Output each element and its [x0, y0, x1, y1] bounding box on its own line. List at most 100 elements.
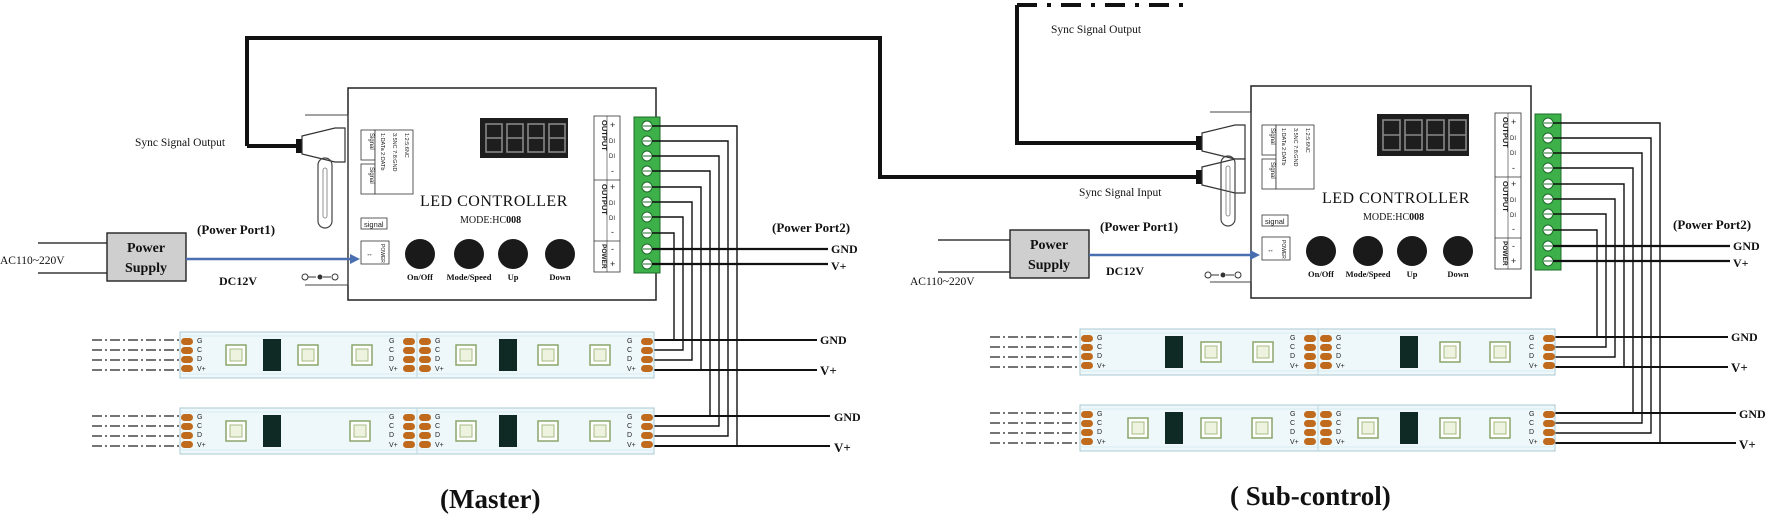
svg-text:C: C: [1529, 420, 1534, 427]
svg-text:OUTPUT: OUTPUT: [600, 120, 609, 151]
master-terminal-block: [633, 116, 661, 274]
master-dc-label: DC12V: [219, 274, 257, 288]
master-output-wires: [650, 125, 738, 447]
master-strip1-vplus-label: V+: [820, 363, 837, 378]
svg-text:OUTPUT: OUTPUT: [600, 184, 609, 215]
sub-up-button[interactable]: [1397, 236, 1427, 266]
sub-strip1-vplus-label: V+: [1731, 360, 1748, 375]
svg-text:C: C: [1336, 344, 1341, 351]
svg-text:V+: V+: [1529, 439, 1538, 446]
svg-text:V+: V+: [1290, 439, 1299, 446]
svg-text:D: D: [1097, 429, 1102, 436]
svg-text:POWER: POWER: [600, 244, 607, 269]
sub-sync-output-label: Sync Signal Output: [1051, 24, 1142, 36]
svg-text:+: +: [610, 120, 615, 130]
master-brand: LED CONTROLLER: [420, 193, 568, 210]
master-onoff-button[interactable]: [405, 239, 435, 269]
svg-text:POWER: POWER: [379, 244, 385, 263]
svg-text:↔: ↔: [366, 251, 373, 258]
master-up-button[interactable]: [498, 239, 528, 269]
master-buttons: On/Off Mode/Speed Up Down: [405, 239, 575, 282]
svg-text:DI: DI: [609, 139, 615, 145]
svg-text:C: C: [1097, 344, 1102, 351]
sub-dc-jack-symbol: [1204, 271, 1242, 279]
svg-text:Signal: Signal: [368, 167, 374, 184]
svg-text:G: G: [1290, 335, 1295, 342]
svg-text:+: +: [1511, 117, 1516, 127]
sub-gnd-label: GND: [1733, 239, 1760, 253]
svg-text:OUTPUT: OUTPUT: [1501, 181, 1510, 212]
svg-text:1:2:5:6NC: 1:2:5:6NC: [403, 133, 409, 158]
sub-sync-input-label: Sync Signal Input: [1079, 187, 1162, 199]
svg-text:+: +: [1511, 256, 1516, 266]
sub-seven-segment-display: [1377, 114, 1469, 156]
svg-text:V+: V+: [1097, 439, 1106, 446]
svg-text:C: C: [435, 423, 440, 430]
svg-text:C: C: [197, 423, 202, 430]
sub-terminal-block: [1534, 113, 1562, 271]
master-down-button[interactable]: [545, 239, 575, 269]
svg-text:V+: V+: [435, 366, 444, 373]
svg-text:OUTPUT: OUTPUT: [1501, 117, 1510, 148]
svg-text:G: G: [1290, 411, 1295, 418]
svg-text:G: G: [1336, 411, 1341, 418]
sub-output-wires: [1552, 122, 1661, 444]
svg-text:V+: V+: [197, 366, 206, 373]
svg-text:C: C: [1290, 420, 1295, 427]
svg-text:Supply: Supply: [1028, 258, 1070, 273]
master-strip2-vplus-label: V+: [834, 440, 851, 455]
svg-text:Power: Power: [127, 241, 165, 256]
master-power-supply: Power Supply: [106, 232, 187, 282]
svg-text:DI: DI: [609, 154, 615, 160]
svg-text:Down: Down: [1447, 269, 1469, 279]
svg-text:-: -: [611, 166, 614, 176]
svg-text:G: G: [627, 414, 632, 421]
svg-text:3:5NC 7:8:GND: 3:5NC 7:8:GND: [1292, 128, 1298, 167]
master-ac-label: AC110~220V: [0, 255, 65, 267]
svg-text:D: D: [197, 432, 202, 439]
svg-text:V+: V+: [435, 442, 444, 449]
svg-text:DI: DI: [609, 216, 615, 222]
sub-buttons: On/Off Mode/Speed Up Down: [1306, 236, 1473, 279]
svg-text:DI: DI: [609, 201, 615, 207]
svg-text:+: +: [1511, 179, 1516, 189]
sub-onoff-button[interactable]: [1306, 236, 1336, 266]
svg-text:Mode/Speed: Mode/Speed: [447, 272, 492, 282]
master-strip2-gnd-label: GND: [834, 410, 861, 424]
svg-text:V+: V+: [389, 442, 398, 449]
master-seven-segment-display: [480, 118, 568, 158]
svg-text:1:DATa 2:DATb: 1:DATa 2:DATb: [379, 133, 385, 170]
svg-text:G: G: [197, 338, 202, 345]
svg-text:Signal: Signal: [368, 133, 374, 150]
svg-text:↔: ↔: [1267, 247, 1274, 254]
svg-text:3:5NC 7:8:GND: 3:5NC 7:8:GND: [391, 133, 397, 172]
master-mode-speed-button[interactable]: [454, 239, 484, 269]
svg-text:V+: V+: [1529, 363, 1538, 370]
svg-text:D: D: [1529, 353, 1534, 360]
master-title: (Master): [440, 484, 540, 514]
master-sync-output-label: Sync Signal Output: [135, 137, 226, 149]
svg-text:D: D: [1529, 429, 1534, 436]
svg-text:On/Off: On/Off: [407, 272, 433, 282]
sub-ac-label: AC110~220V: [910, 276, 975, 288]
sub-strip2-vplus-label: V+: [1739, 437, 1756, 452]
svg-text:G: G: [389, 414, 394, 421]
svg-text:1:2:5:6NC: 1:2:5:6NC: [1304, 128, 1310, 153]
svg-text:Supply: Supply: [125, 261, 167, 276]
svg-text:signal: signal: [1265, 217, 1285, 226]
svg-text:G: G: [1097, 411, 1102, 418]
sub-down-button[interactable]: [1443, 236, 1473, 266]
svg-text:C: C: [435, 347, 440, 354]
svg-text:D: D: [435, 432, 440, 439]
sub-title: ( Sub-control): [1230, 481, 1391, 511]
svg-text:C: C: [1529, 344, 1534, 351]
sub-mode-speed-button[interactable]: [1353, 236, 1383, 266]
svg-text:D: D: [435, 356, 440, 363]
svg-text:G: G: [1529, 335, 1534, 342]
master-strip1-gnd-label: GND: [820, 333, 847, 347]
svg-text:Up: Up: [508, 272, 519, 282]
svg-text:D: D: [197, 356, 202, 363]
